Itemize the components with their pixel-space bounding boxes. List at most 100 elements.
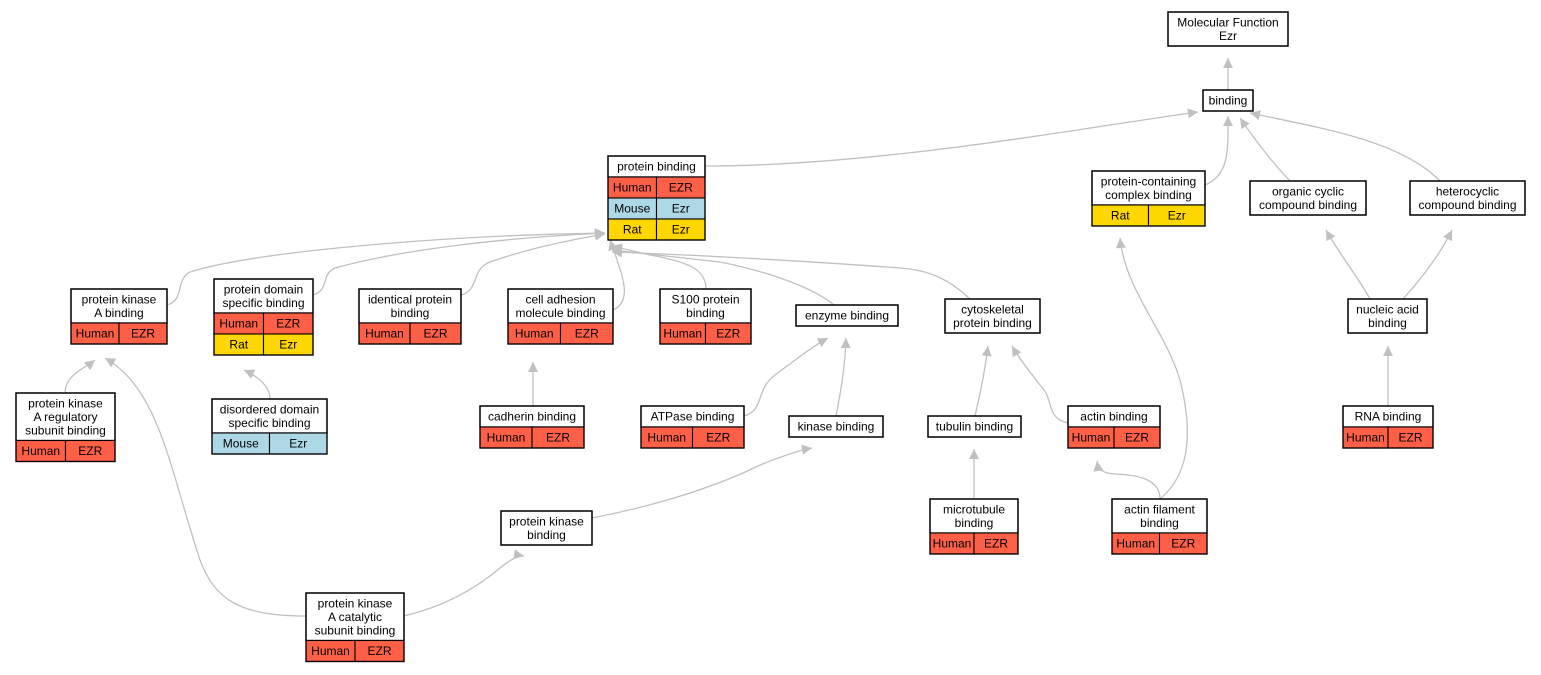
- node-enzyme-binding[interactable]: enzyme binding: [795, 304, 899, 327]
- node-border: [211, 398, 328, 455]
- node-title-box: [929, 498, 1019, 534]
- species-label: Mouse: [223, 437, 259, 451]
- species-label: Human: [311, 644, 350, 658]
- node-title-line: binding: [1209, 94, 1248, 108]
- node-title-line: disordered domain: [220, 402, 319, 416]
- arrowhead-actin-binding-to-cytoskeletal-protein-binding: [1012, 346, 1022, 358]
- species-label: Rat: [229, 338, 248, 352]
- edge-kinase-binding-to-enzyme-binding: [835, 337, 847, 417]
- arrowhead-cytoskeletal-protein-binding-to-protein-binding: [612, 247, 623, 258]
- arrowhead-tubulin-binding-to-cytoskeletal-protein-binding: [981, 346, 992, 357]
- arrowhead-protein-binding-to-binding: [1187, 108, 1198, 119]
- node-title-line: heterocyclic: [1436, 184, 1499, 198]
- node-title-line: molecule binding: [515, 306, 605, 320]
- node-title-line: specific binding: [222, 296, 304, 310]
- gene-label: EZR: [78, 444, 102, 458]
- arrowhead-kinase-binding-to-enzyme-binding: [840, 338, 851, 349]
- arrowhead-protein-kinase-binding-to-kinase-binding: [801, 444, 812, 455]
- arrowhead-microtubule-binding-to-tubulin-binding: [969, 449, 979, 459]
- node-title-line: A binding: [94, 306, 143, 320]
- gene-label: EZR: [546, 431, 570, 445]
- arrowhead-rna-binding-to-nucleic-acid-binding: [1383, 346, 1393, 356]
- edge-identical-protein-binding-to-protein-binding: [460, 233, 606, 296]
- edge-protein-kinase-a-catalytic-subunit-binding-to-protein-kinase-a-binding: [104, 357, 307, 617]
- edge-atpase-binding-to-enzyme-binding: [743, 337, 829, 417]
- node-title-line: actin binding: [1080, 410, 1147, 424]
- node-title-line: binding: [527, 528, 566, 542]
- arrowhead-atpase-binding-to-enzyme-binding: [816, 338, 828, 348]
- edge-protein-binding-to-binding: [704, 111, 1199, 167]
- edge-actin-filament-binding-to-actin-binding: [1096, 460, 1161, 500]
- node-border: [1167, 11, 1289, 47]
- edge-protein-kinase-a-binding-to-protein-binding: [166, 232, 606, 306]
- node-tubulin-binding[interactable]: tubulin binding: [927, 415, 1022, 438]
- edge-actin-filament-binding-to-protein-containing-complex-binding: [1119, 237, 1189, 500]
- gene-label: Ezr: [672, 202, 690, 216]
- arrowhead-protein-kinase-a-catalytic-subunit-binding-to-protein-kinase-a-binding: [105, 358, 117, 368]
- node-border: [358, 288, 462, 345]
- node-border: [795, 304, 899, 327]
- node-border: [305, 592, 405, 663]
- node-title-line: protein binding: [617, 160, 696, 174]
- gene-label: EZR: [424, 327, 448, 341]
- arrowhead-nucleic-acid-binding-to-heterocyclic-compound-binding: [1443, 230, 1453, 242]
- edge-organic-cyclic-compound-binding-to-binding: [1239, 117, 1291, 182]
- species-label: Human: [365, 327, 404, 341]
- node-title-line: kinase binding: [798, 420, 875, 434]
- node-border: [788, 415, 884, 438]
- node-title-box: [211, 398, 328, 434]
- node-binding[interactable]: binding: [1202, 89, 1254, 112]
- gene-label: EZR: [276, 317, 300, 331]
- node-border: [1347, 298, 1428, 334]
- arrowhead-protein-containing-complex-binding-to-binding: [1223, 116, 1233, 126]
- node-kinase-binding[interactable]: kinase binding: [788, 415, 884, 438]
- node-title-box: [70, 288, 168, 324]
- arrowhead-cadherin-binding-to-cell-adhesion-molecule-binding: [528, 362, 538, 372]
- arrowhead-protein-kinase-a-regulatory-subunit-binding-to-protein-kinase-a-binding: [84, 360, 95, 371]
- node-title-line: subunit binding: [25, 423, 106, 437]
- gene-label: EZR: [1399, 431, 1423, 445]
- edge-protein-containing-complex-binding-to-binding: [1204, 115, 1229, 186]
- node-title-line: microtubule: [943, 502, 1005, 516]
- species-label: Human: [487, 431, 526, 445]
- node-title-line: ATPase binding: [651, 410, 735, 424]
- edge-enzyme-binding-to-protein-binding: [611, 249, 835, 306]
- node-border: [659, 288, 752, 345]
- node-title-line: Ezr: [1219, 29, 1237, 43]
- species-label: Human: [219, 317, 258, 331]
- gene-label: EZR: [575, 327, 599, 341]
- node-title-line: protein kinase: [318, 596, 393, 610]
- arrowhead-protein-kinase-a-catalytic-subunit-binding-to-protein-kinase-binding: [513, 549, 524, 560]
- species-label: Human: [76, 327, 115, 341]
- node-title-line: compound binding: [1259, 198, 1357, 212]
- node-title-line: protein-containing: [1101, 174, 1196, 188]
- node-title-line: nucleic acid: [1356, 302, 1419, 316]
- node-border: [500, 510, 593, 546]
- node-title-line: binding: [391, 306, 430, 320]
- node-title-line: cadherin binding: [488, 410, 576, 424]
- arrowhead-organic-cyclic-compound-binding-to-binding: [1240, 118, 1250, 130]
